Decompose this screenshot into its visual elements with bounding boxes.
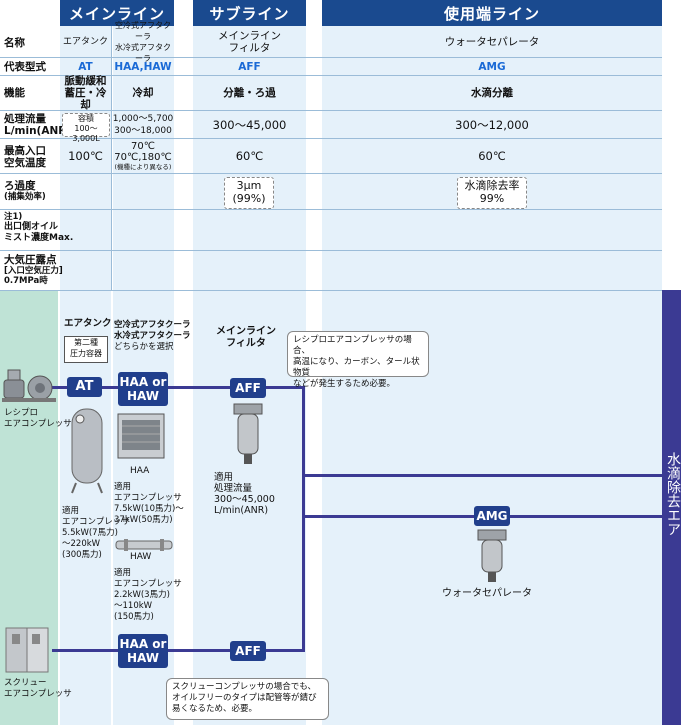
at-title: エアタンク <box>64 318 112 329</box>
grid-line <box>0 57 662 58</box>
aff-title: メインラインフィルタ <box>216 326 276 349</box>
row-label-filtration: ろ過度(捕集効率) <box>4 180 46 202</box>
amg-badge[interactable]: AMG <box>474 506 510 526</box>
callout-recip: レシプロエアコンプレッサの場合、高温になり、カーボン、タール状物質などが発生する… <box>287 331 429 389</box>
callout-screw: スクリューコンプレッサの場合でも、オイルフリーのタイプは配管等が錆び易くなるため… <box>166 678 329 720</box>
aff-model: AFF <box>238 60 261 73</box>
row-label-model: 代表型式 <box>4 61 46 73</box>
amg-flow: 300～12,000 <box>455 117 529 132</box>
aff-name: メインラインフィルタ <box>218 30 281 54</box>
main-pipe-lower <box>52 649 305 652</box>
amg-function: 水滴分離 <box>471 87 513 99</box>
at-subtitle: 第二種圧力容器 <box>64 336 108 363</box>
water-separator-icon <box>477 529 507 582</box>
row-label-function: 機能 <box>4 87 25 99</box>
header-end: 使用端ライン <box>322 0 662 26</box>
grid-line <box>0 173 662 174</box>
vertical-label: 水滴除去エア <box>665 452 681 536</box>
amg-label: ウォータセパレータ <box>442 588 532 599</box>
aff-badge-lower[interactable]: AFF <box>230 641 266 661</box>
recip-compressor-icon <box>2 369 56 402</box>
aff-drop-pipe <box>302 386 305 650</box>
row-label-mist: 注1)出口側オイルミスト濃度Max. <box>4 212 74 243</box>
aff-badge-upper[interactable]: AFF <box>230 378 266 398</box>
at-model: AT <box>78 60 93 73</box>
aff-temp: 60℃ <box>235 149 264 163</box>
screw-compressor-icon <box>5 627 49 673</box>
main-col-at <box>60 26 111 725</box>
screw-label: スクリューエアコンプレッサ <box>4 678 72 699</box>
grid-line <box>0 250 662 251</box>
haa-function: 冷却 <box>132 87 154 99</box>
row-label-name: 名称 <box>4 37 25 49</box>
end-pipe-upper <box>302 474 662 477</box>
at-temp: 100℃ <box>68 149 103 163</box>
row-label-dew: 大気圧露点[入口空気圧力]0.7MPa時 <box>4 254 63 286</box>
header-sub: サブライン <box>193 0 306 26</box>
haa-name: 空冷式アフタクーラ水冷式アフタクーラ <box>115 21 171 63</box>
grid-vline <box>111 26 112 290</box>
header-main: メインライン <box>60 0 174 26</box>
grid-line <box>0 110 662 111</box>
haa-model: HAA,HAW <box>114 60 172 73</box>
aff-filtration: 3μm(99%) <box>224 177 274 209</box>
at-badge[interactable]: AT <box>67 377 102 397</box>
recip-label: レシプロエアコンプレッサ <box>4 408 72 429</box>
aftercooler-air-icon <box>117 413 165 459</box>
sub-col <box>193 26 306 725</box>
row-label-temp: 最高入口空気温度 <box>4 145 46 169</box>
grid-line <box>0 209 662 210</box>
right-bar <box>662 290 681 725</box>
main-line-filter-icon <box>233 403 263 464</box>
amg-name: ウォータセパレータ <box>444 36 540 48</box>
aftercooler-water-icon <box>115 539 173 551</box>
main-pipe-upper <box>52 386 305 389</box>
haa-label: HAA <box>130 466 150 476</box>
haw-label: HAW <box>130 552 152 562</box>
haa-title: 空冷式アフタクーラ水冷式アフタクーラどちらかを選択 <box>114 320 191 352</box>
at-function: 脈動緩和蓄圧・冷却 <box>64 75 107 111</box>
at-name: エアタンク <box>62 37 108 47</box>
grid-line <box>0 138 662 139</box>
aff-function: 分離・ろ過 <box>223 87 276 99</box>
air-tank-icon <box>71 408 103 494</box>
grid-line <box>0 75 662 76</box>
grid-line <box>0 290 662 291</box>
amg-temp: 60℃ <box>478 149 506 163</box>
amg-model: AMG <box>478 60 506 73</box>
aff-flow: 300～45,000 <box>212 117 287 132</box>
